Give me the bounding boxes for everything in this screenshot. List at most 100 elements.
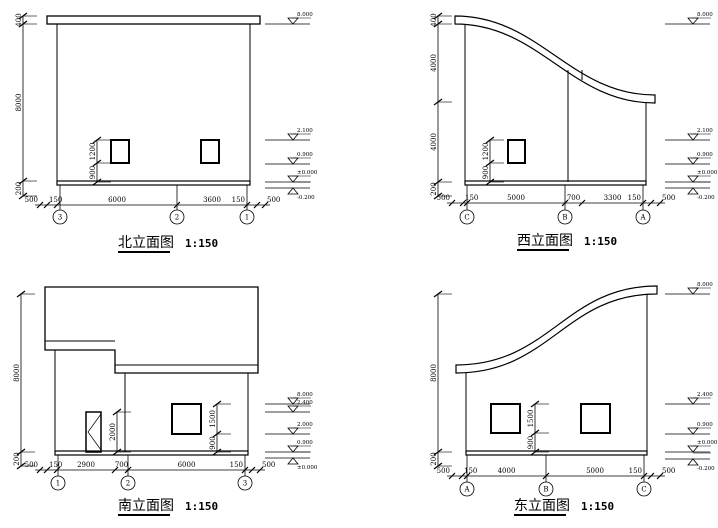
roof-slab — [46, 15, 261, 25]
curved-roof — [454, 15, 656, 104]
level-label: 0.900 — [297, 440, 313, 446]
dimension-tick — [656, 472, 664, 480]
level-label: -0.200 — [697, 195, 715, 201]
east-elevation-building — [455, 285, 658, 456]
level-marker-icon — [687, 157, 699, 165]
window — [200, 139, 220, 164]
dimension-tick — [36, 466, 44, 474]
level-marker-icon — [687, 427, 699, 435]
dimension-tick — [647, 199, 655, 207]
dimension-label: 500 — [662, 467, 675, 475]
axis-label: 2 — [126, 480, 130, 488]
level-label: 2.100 — [697, 128, 713, 134]
level-label: 8.000 — [697, 12, 713, 18]
axis-bubble — [52, 209, 68, 225]
level-marker-icon — [287, 157, 299, 165]
dimension-label: 150 — [629, 467, 642, 475]
drawing-scale: 1:150 — [584, 235, 617, 248]
level-marker-icon — [287, 445, 299, 453]
dimension-label: 5000 — [586, 467, 604, 475]
axis-label: C — [464, 214, 469, 222]
axis-label: 3 — [243, 480, 247, 488]
axis-label: A — [463, 486, 470, 494]
dimension-label: 1500 — [209, 410, 217, 428]
level-label: -0.200 — [697, 466, 715, 472]
dimension-label: 6000 — [178, 461, 196, 469]
window — [580, 403, 611, 434]
dimension-label: 200 — [430, 452, 438, 465]
level-label: 0.900 — [697, 152, 713, 158]
dimension-label: 150 — [49, 196, 62, 204]
dimension-tick — [578, 199, 586, 207]
dimension-tick — [111, 466, 119, 474]
dimension-label: 150 — [465, 194, 478, 202]
dimension-tick — [656, 199, 664, 207]
dimension-tick — [458, 472, 466, 480]
level-label: ±0.000 — [697, 170, 718, 176]
dimension-label: 8000 — [15, 94, 23, 112]
dimension-label: 2900 — [77, 461, 95, 469]
dimension-label: 400 — [430, 13, 438, 26]
axis-label: 3 — [58, 214, 62, 222]
level-label: 0.900 — [297, 152, 313, 158]
dimension-label: 700 — [115, 461, 128, 469]
level-label: ±0.000 — [297, 465, 318, 471]
level-label: 2.100 — [297, 128, 313, 134]
level-marker-icon — [687, 287, 699, 295]
level-label: 2.400 — [297, 400, 313, 406]
axis-label: 1 — [56, 480, 60, 488]
dimension-label: 200 — [13, 452, 21, 465]
axis-label: B — [543, 486, 548, 494]
dimension-label: 500 — [262, 461, 275, 469]
dimension-label: 1500 — [527, 410, 535, 428]
level-marker-icon — [687, 17, 699, 25]
axis-bubble — [169, 209, 185, 225]
dimension-label: 150 — [464, 467, 477, 475]
west-elevation-building — [454, 15, 656, 186]
dimension-label: 150 — [232, 196, 245, 204]
door-swing — [87, 413, 102, 451]
north-elevation-building — [46, 15, 261, 186]
level-marker-icon — [287, 187, 299, 195]
plinth — [56, 180, 251, 186]
dimension-label: 3300 — [604, 194, 622, 202]
level-marker-icon — [287, 457, 299, 465]
plinth — [464, 180, 647, 186]
axis-bubble — [538, 481, 554, 497]
dimension-tick — [448, 472, 456, 480]
level-marker-icon — [687, 445, 699, 453]
dimension-label: 500 — [25, 461, 38, 469]
level-marker-icon — [687, 133, 699, 141]
dimension-label: 500 — [267, 196, 280, 204]
level-label: 8.000 — [697, 282, 713, 288]
dimension-label: 500 — [437, 467, 450, 475]
dimension-label: 1200 — [89, 143, 97, 161]
dimension-label: 5000 — [507, 194, 525, 202]
dimension-label: 900 — [209, 436, 217, 449]
plinth — [465, 450, 648, 456]
dimension-label: 900 — [527, 436, 535, 449]
level-marker-icon — [287, 405, 299, 413]
level-marker-icon — [287, 427, 299, 435]
dimension-label: 900 — [89, 166, 97, 179]
dimension-label: 8000 — [430, 364, 438, 382]
level-label: ±0.000 — [297, 170, 318, 176]
drawing-title: 北立面图 — [118, 235, 174, 251]
level-label: 2.000 — [297, 422, 313, 428]
window — [171, 403, 202, 435]
axis-label: 2 — [175, 214, 179, 222]
drawing-title: 东立面图 — [514, 498, 570, 514]
curved-roof — [455, 285, 658, 374]
window — [507, 139, 526, 164]
axis-label: C — [641, 486, 646, 494]
plinth — [54, 450, 249, 456]
axis-bubble — [237, 475, 253, 491]
level-label: 8.000 — [297, 392, 313, 398]
dimension-label: 700 — [567, 194, 580, 202]
drawing-scale: 1:150 — [185, 237, 218, 250]
dimension-label: 900 — [482, 166, 490, 179]
axis-bubble — [459, 209, 475, 225]
dimension-label: 200 — [15, 182, 23, 195]
axis-bubble — [459, 481, 475, 497]
